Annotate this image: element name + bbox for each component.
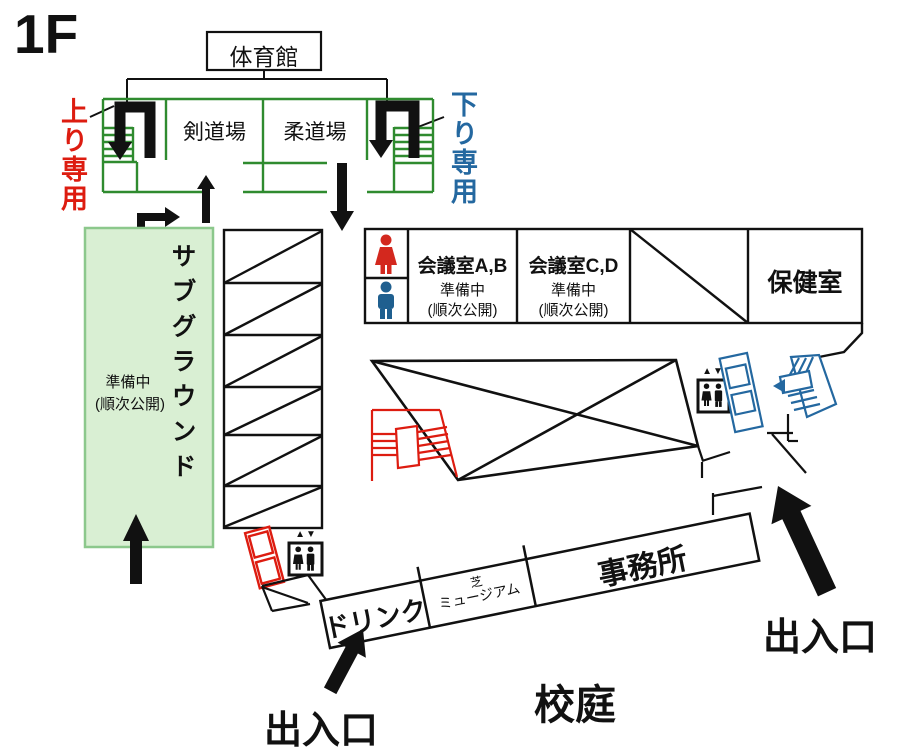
- gymnasium-box: [205, 30, 323, 72]
- infirmary-label: 保健室: [767, 269, 843, 297]
- entrance-right-label: 出入口: [763, 617, 878, 659]
- entrance-arrow-left: [323, 629, 366, 695]
- vending-machines: [243, 525, 286, 590]
- kendo-hall-label: 剣道場: [183, 121, 246, 144]
- schoolyard-label: 校庭: [534, 682, 616, 728]
- judo-hall-label: 柔道場: [283, 121, 347, 144]
- gym-entry-up-arrow: [197, 175, 215, 223]
- woman-toilet-icon: [375, 234, 397, 274]
- shop-band: [318, 512, 761, 650]
- gym-building-outline: [101, 97, 435, 194]
- judo-exit-down-arrow: [330, 163, 354, 231]
- meeting-room-ab-label: 会議室A,B: [417, 256, 508, 277]
- entrance-left-label: 出入口: [264, 710, 379, 752]
- meeting-room-cd-label: 会議室C,D: [528, 256, 619, 277]
- blue-escalator-box: [718, 351, 764, 434]
- elevator-arrows-icon-right: ▲▼: [702, 366, 724, 377]
- corridor-walls: [260, 414, 807, 613]
- service-building-column: [222, 228, 324, 530]
- floor-label: 1F: [14, 3, 79, 65]
- meeting-room-cd-status1: 準備中: [550, 282, 596, 299]
- gymnasium-label: 体育館: [229, 44, 299, 70]
- red-staircase: [370, 408, 459, 481]
- subground-area: [83, 226, 215, 549]
- rooms-row: [363, 227, 864, 359]
- meeting-room-ab-status2: (順次公開): [427, 302, 498, 319]
- elevator-icon-left: [287, 541, 324, 577]
- meeting-room-ab-status1: 準備中: [439, 282, 485, 299]
- entrance-arrow-right: [771, 486, 837, 597]
- down-only-stairs-label: 下り専用: [447, 90, 477, 206]
- subground-label: サブグラウンド: [168, 243, 196, 488]
- blue-staircase: [773, 353, 838, 419]
- crossed-building: [369, 358, 700, 482]
- subground-entry-arrow: [123, 514, 149, 584]
- subground-status-line1: 準備中: [105, 374, 151, 391]
- man-toilet-icon: [378, 281, 394, 319]
- down-stairs-uturn-arrow: [369, 100, 420, 158]
- subground-status-line2: (順次公開): [95, 396, 165, 413]
- up-only-stairs-label: 上り専用: [57, 97, 87, 213]
- meeting-room-cd-status2: (順次公開): [538, 302, 609, 319]
- up-stairs-uturn-arrow: [108, 101, 156, 160]
- elevator-arrows-icon-left: ▲▼: [295, 529, 317, 540]
